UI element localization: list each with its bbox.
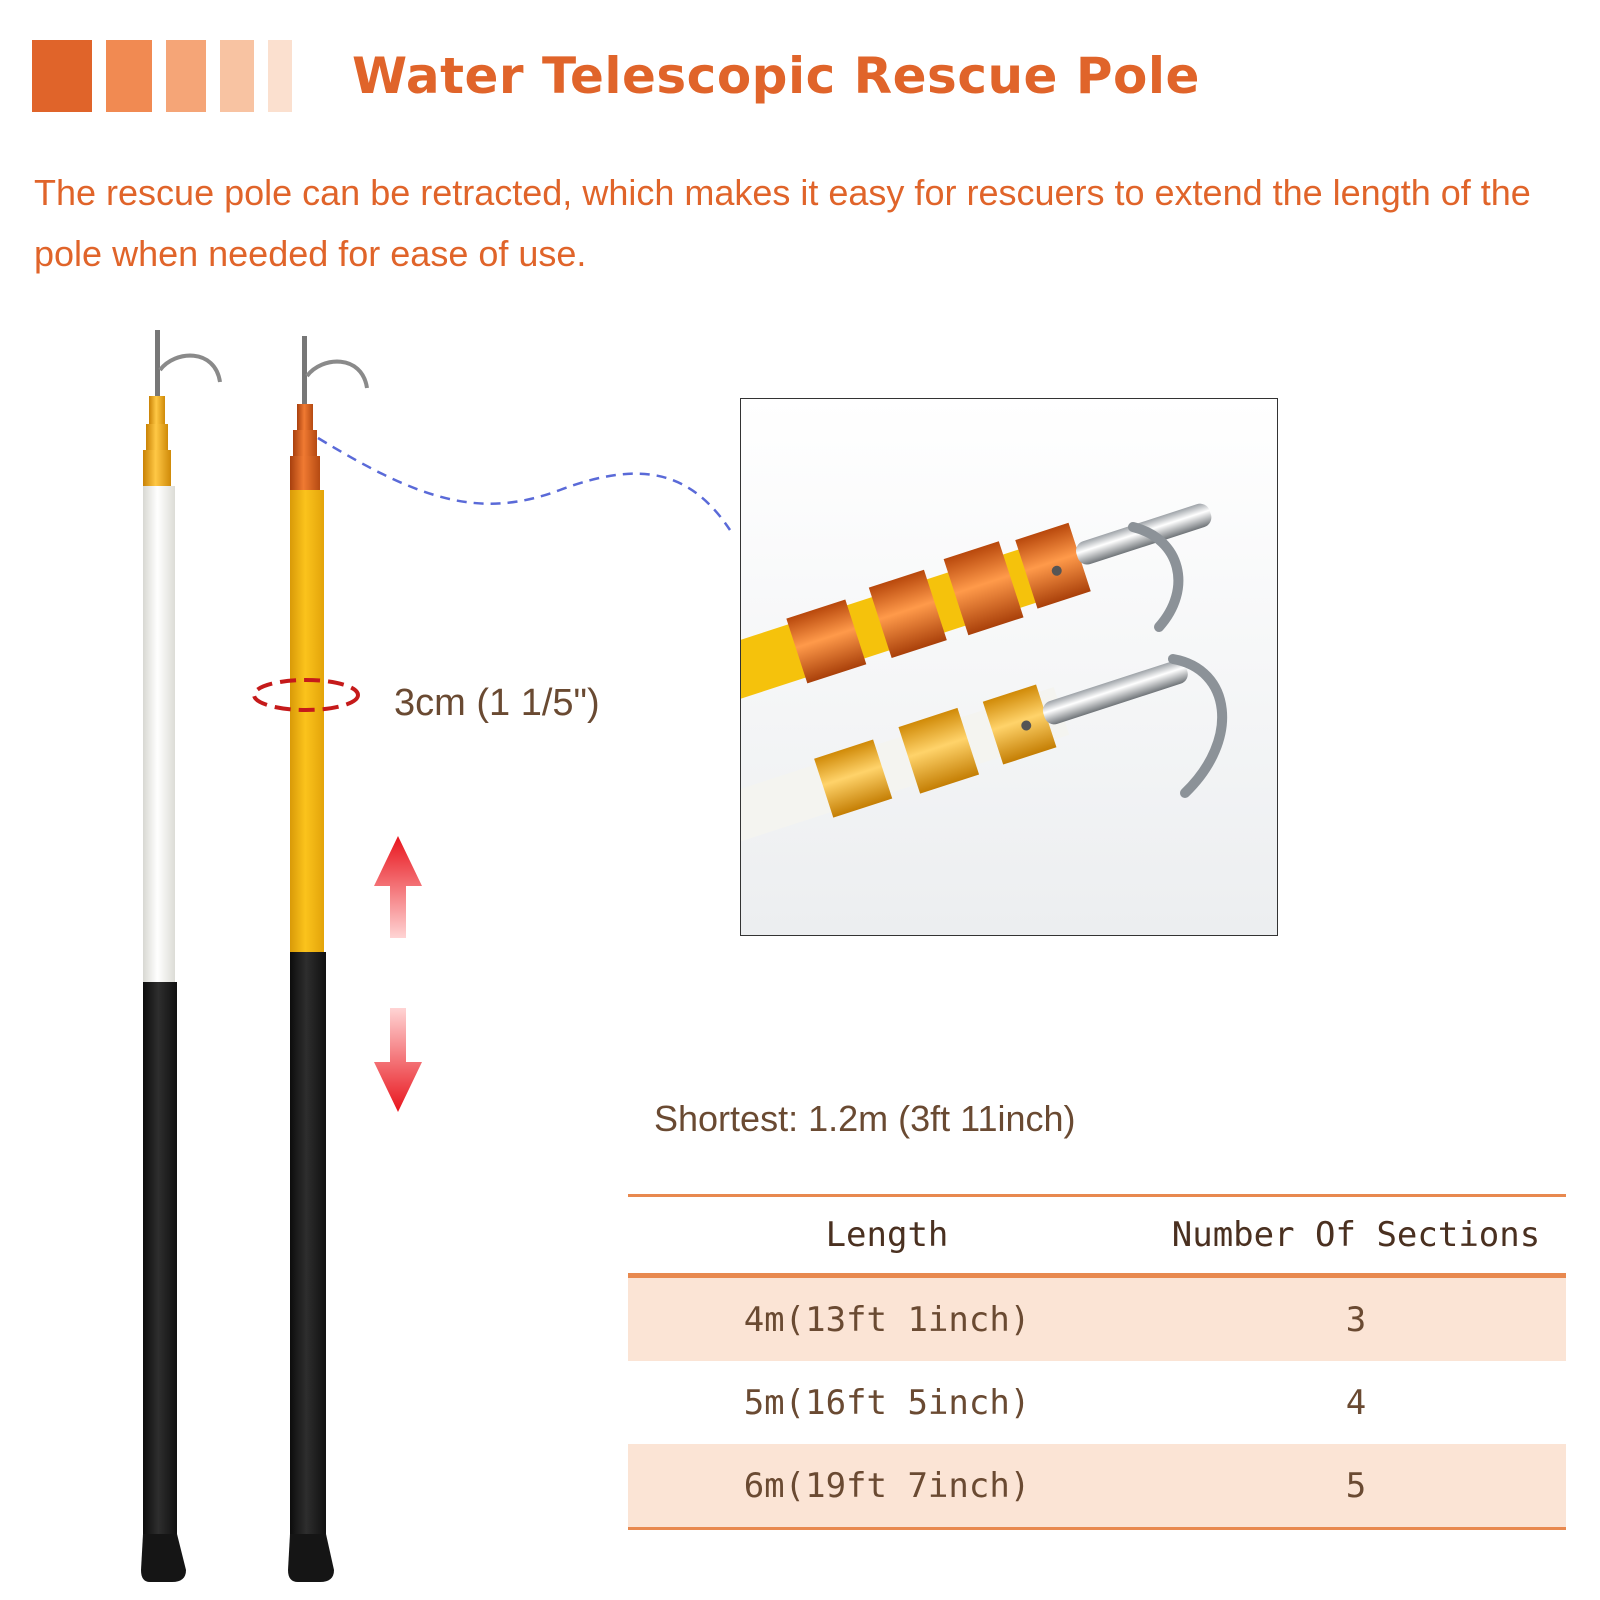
pole-sleeve [290,456,320,490]
length-cell: 6m(19ft 7inch) [743,1465,1031,1506]
callout-connector [317,436,732,531]
yellow-pole [288,336,369,1582]
length-cell: 5m(16ft 5inch) [743,1382,1031,1423]
header-bar [32,40,92,112]
pole-sleeve [293,430,317,458]
length-cell: 4m(13ft 1inch) [743,1299,1031,1340]
detail-yellow-pole-tip [741,503,1212,703]
header-bar [268,40,292,112]
pole-black-handle [143,982,177,1542]
column-header-length: Length [825,1215,949,1255]
pole-hook-icon [158,353,222,383]
pole-tip-rod [155,330,160,400]
page-title: Water Telescopic Rescue Pole [352,47,1200,105]
pole-yellow-section [290,490,324,952]
detail-hook-icon [1168,654,1228,798]
white-pole [141,330,222,1582]
length-spec-table: Length Number Of Sections 4m(13ft 1inch)… [628,1194,1566,1530]
pole-tip-detail-photo [740,398,1278,936]
header-bar [106,40,152,112]
header-bar [220,40,254,112]
table-row: 5m(16ft 5inch) 4 [628,1361,1566,1444]
pole-sleeve [143,450,171,486]
sections-cell: 4 [1345,1382,1367,1423]
pole-end-cap [288,1534,334,1582]
detail-white-pole-tip [741,660,1188,846]
column-header-sections: Number Of Sections [1171,1215,1541,1255]
detail-hook-icon [1128,522,1184,632]
pole-sleeve [297,404,313,432]
pole-sleeve [146,424,168,452]
shortest-length-label: Shortest: 1.2m (3ft 11inch) [654,1098,1076,1139]
table-header-row: Length Number Of Sections [628,1197,1566,1278]
diameter-ring-icon [252,678,360,712]
header-bar [166,40,206,112]
product-description: The rescue pole can be retracted, which … [34,172,1531,274]
sections-cell: 3 [1345,1299,1367,1340]
detail-photo-drawing [741,399,1277,935]
table-row: 4m(13ft 1inch) 3 [628,1278,1566,1361]
sections-cell: 5 [1345,1465,1367,1506]
pole-illustration [141,330,732,1582]
diameter-label: 3cm (1 1/5") [394,682,600,724]
pole-sleeve [149,396,165,426]
pole-white-section [143,486,175,982]
pole-black-handle [290,952,326,1542]
pole-tip-rod [302,336,307,406]
retract-down-arrow-icon [374,1008,422,1112]
extend-up-arrow-icon [374,836,422,938]
pole-hook-icon [305,359,369,389]
table-row: 6m(19ft 7inch) 5 [628,1444,1566,1527]
pole-end-cap [141,1534,186,1582]
